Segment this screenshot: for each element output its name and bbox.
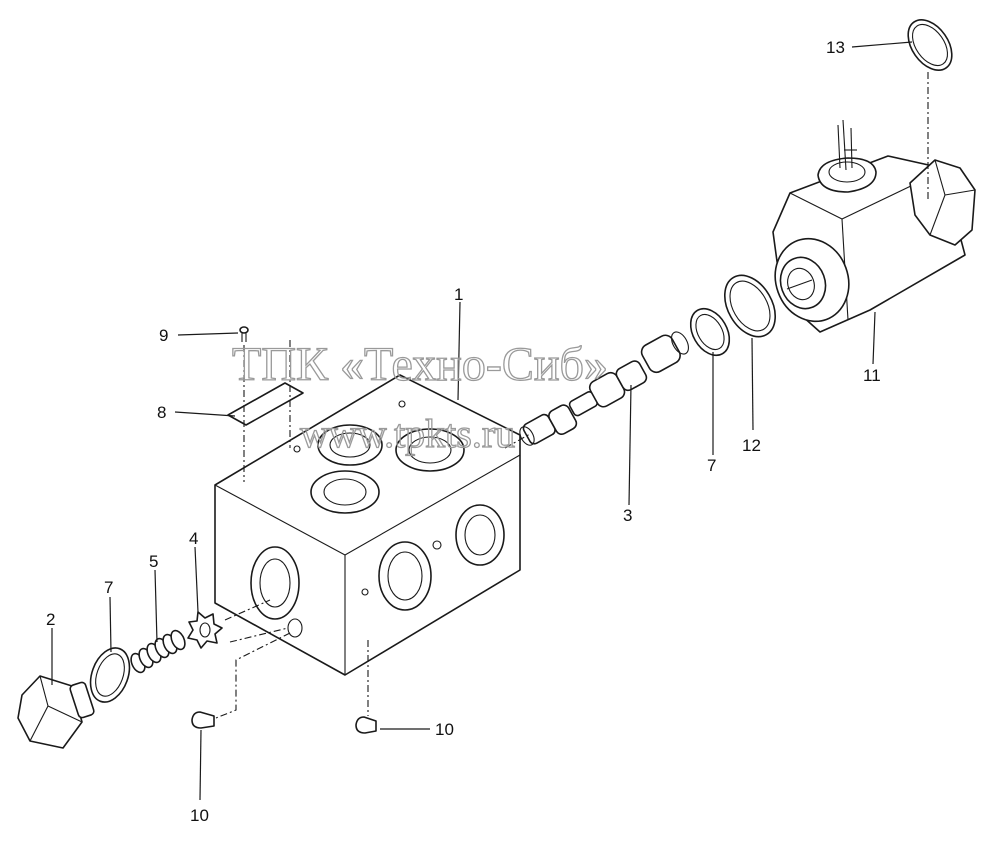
- o-ring-part-12: [723, 274, 777, 338]
- spring-part-5: [130, 629, 186, 674]
- callout-7-right: 7: [707, 456, 716, 475]
- hex-plug-part-2: [17, 675, 95, 749]
- leader-lines: [51, 41, 913, 801]
- callout-2: 2: [46, 610, 55, 629]
- star-washer-part-4: [187, 611, 223, 649]
- callout-4: 4: [189, 529, 198, 548]
- callout-13: 13: [826, 38, 845, 57]
- callout-5: 5: [149, 552, 158, 571]
- callout-10-lower-left: 10: [190, 806, 209, 825]
- callout-11: 11: [863, 366, 881, 385]
- watermark: ТПК «Техно-Сиб» www.tpkts.ru: [231, 337, 608, 456]
- callout-9: 9: [159, 326, 168, 345]
- watermark-company: ТПК «Техно-Сиб»: [232, 338, 608, 391]
- solenoid-coil-part-11: [772, 119, 976, 333]
- o-ring-part-13: [907, 19, 953, 71]
- callout-8: 8: [157, 403, 166, 422]
- callout-1: 1: [454, 285, 463, 304]
- callout-3: 3: [623, 506, 632, 525]
- callout-12: 12: [742, 436, 761, 455]
- valve-body-part-1: [214, 374, 521, 676]
- callout-labels: 1 2 3 4 5 7 7 8 9 10 10 11 12 13: [46, 38, 881, 825]
- screw-part-10-bottom: [355, 716, 377, 734]
- callout-10-bottom: 10: [435, 720, 454, 739]
- pin-part-9: [239, 326, 249, 342]
- callout-7-left: 7: [104, 578, 113, 597]
- assembly-center-lines: [215, 72, 929, 719]
- o-ring-part-7-right: [689, 307, 731, 357]
- screw-part-10-lower-left: [191, 711, 215, 729]
- o-ring-part-7-left: [89, 647, 131, 703]
- watermark-url: www.tpkts.ru: [300, 411, 515, 456]
- plate-part-8: [227, 382, 304, 426]
- spool-part-3: [519, 331, 689, 446]
